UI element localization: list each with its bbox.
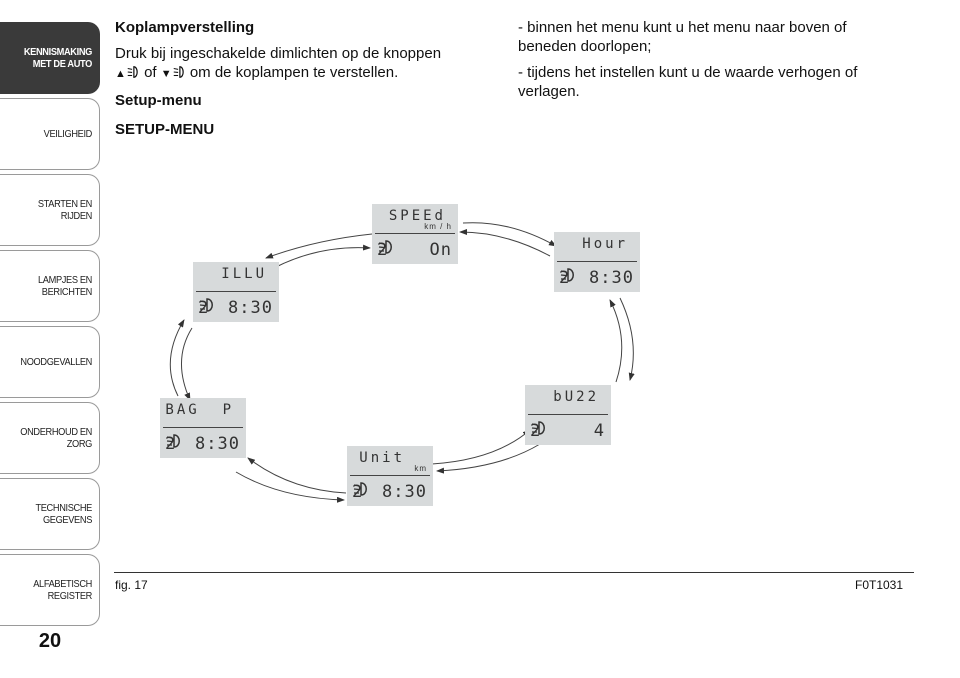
tab-lampjes-en-berichten[interactable]: LAMPJES EN BERICHTEN: [0, 250, 100, 322]
display-divider: [196, 291, 276, 292]
figure-code: F0T1031: [855, 578, 904, 592]
tab-onderhoud-en-zorg[interactable]: ONDERHOUD EN ZORG: [0, 402, 100, 474]
display-mode: SPEEd: [388, 208, 446, 224]
display-value: 8:30: [195, 434, 240, 454]
display-hour: Hour 2 8:30: [554, 232, 640, 292]
display-top: ILLU: [193, 262, 279, 292]
tab-veiligheid[interactable]: VEILIGHEID: [0, 98, 100, 170]
display-prefix: 2: [165, 434, 176, 454]
display-divider: [350, 475, 430, 476]
display-buzz: bU22 2 4: [525, 385, 611, 445]
display-prefix: 2: [377, 240, 388, 260]
headlamp-icon: [173, 66, 184, 78]
display-divider: [163, 427, 243, 428]
display-unit: km / h: [424, 222, 452, 231]
display-mode: BAG P: [165, 402, 234, 418]
display-top: SPEEd km / h: [372, 204, 458, 234]
display-bottom: 2 8:30: [559, 266, 634, 290]
display-value: 4: [593, 421, 605, 441]
tab-label: ONDERHOUD EN ZORG: [20, 426, 92, 450]
tab-label: LAMPJES EN BERICHTEN: [38, 274, 92, 298]
display-top: Hour: [554, 232, 640, 262]
display-top: BAG P: [160, 398, 246, 428]
display-prefix: 2: [198, 298, 209, 318]
display-bottom: 2 8:30: [352, 480, 427, 504]
headlamp-icon: [560, 268, 574, 282]
display-speed: SPEEd km / h 2 On: [372, 204, 458, 264]
display-divider: [375, 233, 455, 234]
display-illu: ILLU 2 8:30: [193, 262, 279, 322]
display-prefix: 2: [530, 421, 541, 441]
page-number: 20: [38, 630, 62, 652]
tab-alfabetisch-register[interactable]: ALFABETISCH REGISTER: [0, 554, 100, 626]
display-bottom: 2 On: [377, 238, 452, 262]
display-bottom: 2 4: [530, 419, 605, 443]
display-prefix: 2: [352, 482, 363, 502]
list-item: - binnen het menu kunt u het menu naar b…: [518, 19, 847, 55]
headlamp-icon: [127, 66, 138, 78]
left-column: Koplampverstelling Druk bij ingeschakeld…: [115, 18, 500, 146]
tab-starten-en-rijden[interactable]: STARTEN EN RIJDEN: [0, 174, 100, 246]
display-top: bU22: [525, 385, 611, 415]
tab-label: NOODGEVALLEN: [20, 356, 92, 368]
tab-label: ALFABETISCH REGISTER: [33, 578, 92, 602]
tab-label: TECHNISCHE GEGEVENS: [35, 502, 92, 526]
headlamp-icon: [378, 240, 392, 254]
tab-label: KENNISMAKING MET DE AUTO: [23, 46, 93, 70]
display-unit-label: km: [414, 464, 427, 473]
tab-noodgevallen[interactable]: NOODGEVALLEN: [0, 326, 100, 398]
display-prefix: 2: [559, 268, 570, 288]
display-bottom: 2 8:30: [165, 432, 240, 456]
display-mode: bU22: [553, 389, 599, 405]
display-value: 8:30: [382, 482, 427, 502]
tab-technische-gegevens[interactable]: TECHNISCHE GEGEVENS: [0, 478, 100, 550]
setup-menu-diagram: SPEEd km / h 2 On Hour 2 8:30 bU22 2 4: [110, 190, 930, 530]
or-word: of: [144, 64, 157, 81]
headlamp-icon: [353, 482, 367, 496]
right-column: - binnen het menu kunt u het menu naar b…: [518, 18, 908, 108]
paragraph-text: Druk bij ingeschakelde dimlichten op de …: [115, 45, 442, 62]
arrow-down-icon: ▼: [160, 68, 172, 80]
menu-cycle-arrows: [169, 222, 635, 503]
tab-kennismaking[interactable]: KENNISMAKING MET DE AUTO: [0, 22, 100, 94]
display-bottom: 2 8:30: [198, 296, 273, 320]
figure-rule: [114, 572, 914, 573]
display-mode: Hour: [582, 236, 628, 252]
display-divider: [557, 261, 637, 262]
display-value: On: [429, 240, 452, 260]
headlamp-icon: [199, 298, 213, 312]
display-bag-p: BAG P 2 8:30: [160, 398, 246, 458]
subheading: Setup-menu: [115, 92, 202, 109]
display-mode: Unit: [359, 450, 405, 466]
tab-label: VEILIGHEID: [43, 128, 93, 140]
headlamp-icon: [166, 434, 180, 448]
tab-label: STARTEN EN RIJDEN: [37, 198, 93, 222]
body-paragraph: Druk bij ingeschakelde dimlichten op de …: [115, 44, 500, 84]
display-value: 8:30: [228, 298, 273, 318]
display-unit: Unit km 2 8:30: [347, 446, 433, 506]
section-heading: Koplampverstelling: [115, 19, 255, 36]
display-mode: ILLU: [221, 266, 267, 282]
paragraph-text: om de koplampen te verstellen.: [189, 64, 399, 81]
arrow-up-icon: ▲: [115, 68, 126, 80]
subheading-caps: SETUP-MENU: [115, 121, 215, 138]
list-item: - tijdens het instellen kunt u de waarde…: [518, 64, 858, 100]
headlamp-icon: [531, 421, 545, 435]
display-value: 8:30: [589, 268, 634, 288]
display-top: Unit km: [347, 446, 433, 476]
figure-label: fig. 17: [115, 578, 148, 592]
display-divider: [528, 414, 608, 415]
